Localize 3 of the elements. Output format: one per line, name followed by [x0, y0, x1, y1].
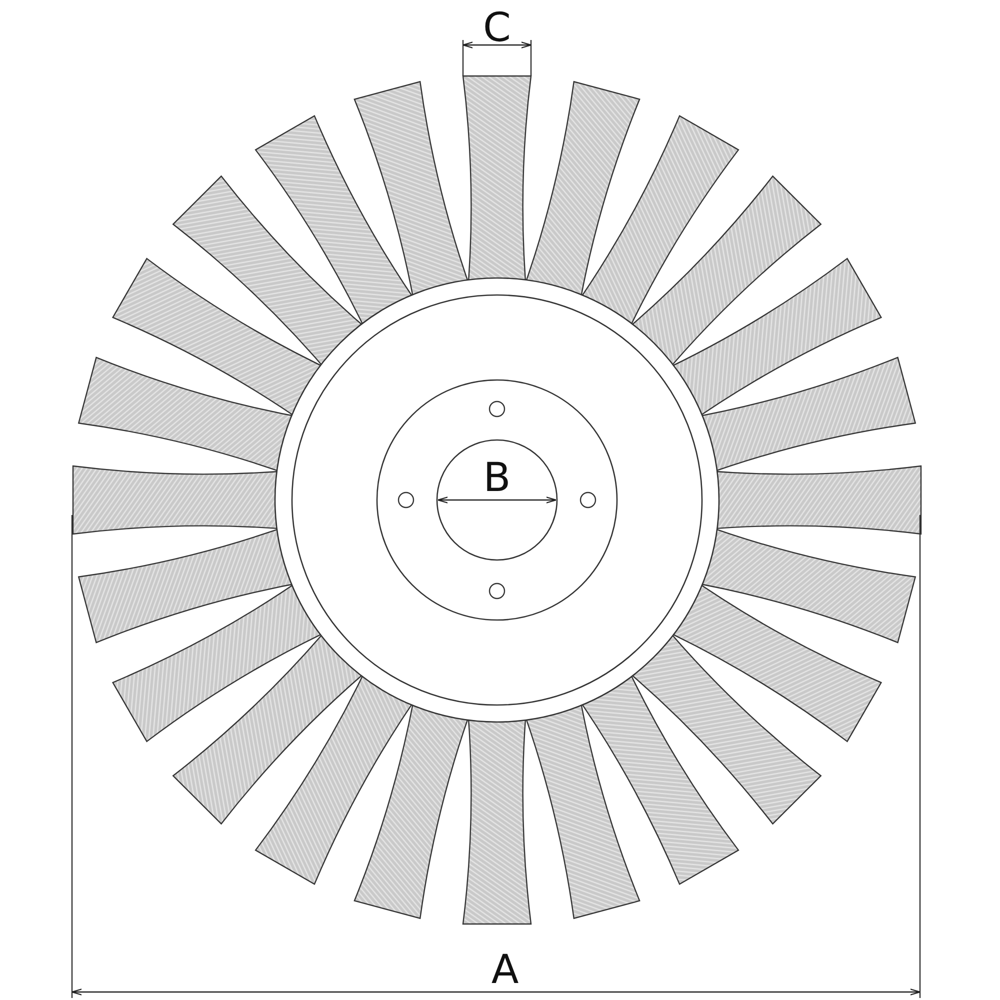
- dimension-label: B: [483, 458, 511, 498]
- dimension-label: C: [483, 8, 511, 48]
- dimension-label: A: [491, 950, 519, 990]
